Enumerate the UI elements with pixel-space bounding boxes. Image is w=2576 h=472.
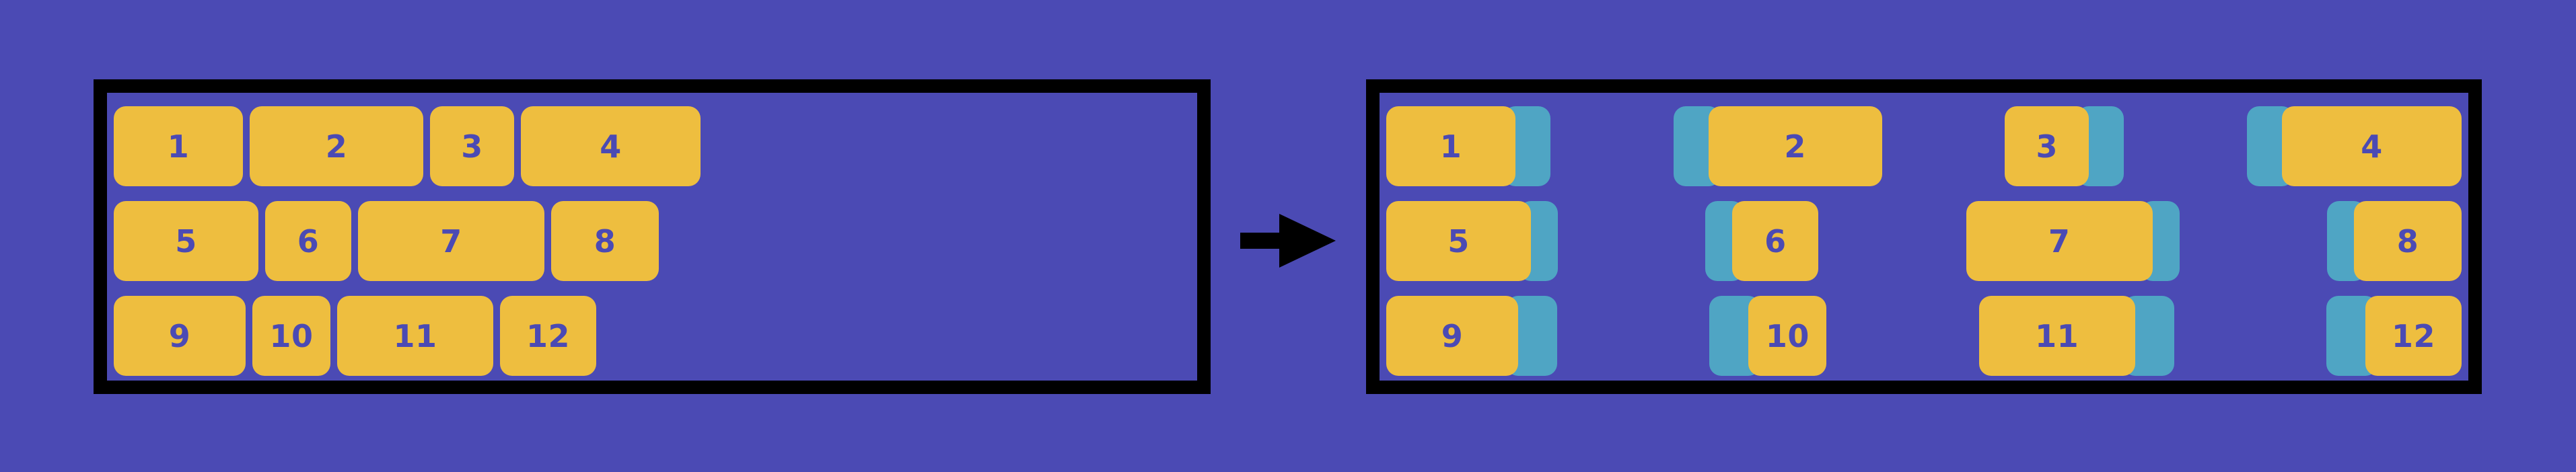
flex-item-7: 7 — [1966, 201, 2153, 281]
flex-item-group-11: 11 — [1978, 296, 2174, 376]
flex-item-6: 6 — [1732, 201, 1819, 281]
flex-item-9: 9 — [1386, 296, 1518, 376]
flex-item-3: 3 — [2005, 106, 2089, 186]
flex-item-10: 10 — [252, 296, 330, 376]
flex-item-2: 2 — [250, 106, 423, 186]
flex-item-5: 5 — [114, 201, 258, 281]
flex-item-1: 1 — [1386, 106, 1515, 186]
flex-item-4: 4 — [2281, 106, 2462, 186]
flex-item-7: 7 — [358, 201, 544, 281]
flex-item-12: 12 — [500, 296, 596, 376]
flex-item-group-3: 3 — [2005, 106, 2124, 186]
row: 5 6 7 8 — [1386, 201, 2462, 281]
flex-item-group-10: 10 — [1709, 296, 1827, 376]
arrow-right-icon — [1240, 214, 1336, 268]
flex-item-1: 1 — [114, 106, 243, 186]
flex-item-4: 4 — [521, 106, 701, 186]
flex-item-group-6: 6 — [1705, 201, 1819, 281]
flex-item-group-2: 2 — [1673, 106, 1882, 186]
flex-item-8: 8 — [2353, 201, 2462, 281]
flex-item-6: 6 — [265, 201, 351, 281]
flex-item-group-9: 9 — [1386, 296, 1557, 376]
flex-item-9: 9 — [114, 296, 246, 376]
flex-item-group-1: 1 — [1386, 106, 1550, 186]
flex-item-11: 11 — [1978, 296, 2135, 376]
flex-item-5: 5 — [1386, 201, 1531, 281]
flex-item-12: 12 — [2365, 296, 2462, 376]
flex-item-8: 8 — [551, 201, 659, 281]
flex-item-group-5: 5 — [1386, 201, 1558, 281]
flex-item-10: 10 — [1748, 296, 1827, 376]
flex-item-group-12: 12 — [2326, 296, 2462, 376]
row: 1 2 3 4 — [1386, 106, 2462, 186]
row: 9 10 11 12 — [1386, 296, 2462, 376]
flex-item-group-8: 8 — [2326, 201, 2462, 281]
flex-item-3: 3 — [430, 106, 514, 186]
flex-item-2: 2 — [1708, 106, 1882, 186]
flex-item-11: 11 — [337, 296, 493, 376]
flex-item-group-4: 4 — [2246, 106, 2462, 186]
flex-item-group-7: 7 — [1966, 201, 2180, 281]
